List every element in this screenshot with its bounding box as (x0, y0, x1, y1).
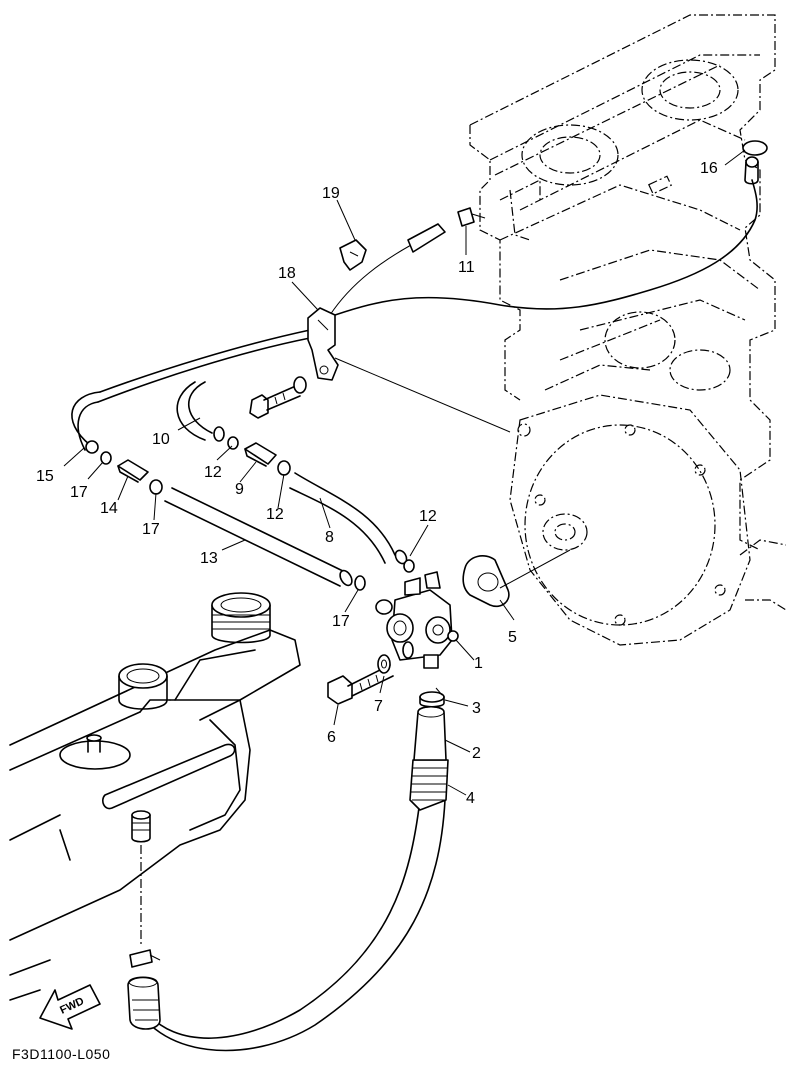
clip-11 (457, 207, 486, 227)
return-hose-upper (99, 329, 311, 393)
washer-7 (377, 654, 391, 674)
engine-block-outline (469, 14, 776, 551)
callout-13: 13 (200, 550, 218, 567)
bracket-18 (249, 307, 339, 419)
callout-19: 19 (322, 185, 340, 202)
callout-11: 11 (458, 259, 475, 276)
callout-4: 4 (466, 790, 475, 807)
callout-12-c: 12 (266, 506, 284, 523)
return-hose-to-16 (334, 179, 758, 316)
callout-16: 16 (700, 160, 718, 177)
washer-near-cock (402, 641, 414, 659)
gasket-5 (462, 555, 510, 608)
callout-14: 14 (100, 500, 118, 517)
fitting-9 (244, 442, 277, 467)
fuel-cock (375, 571, 459, 669)
gasket-mount-line (499, 549, 571, 589)
fuel-hose-15 (71, 391, 112, 465)
magneto-cover-outline (509, 394, 786, 646)
bracket-mount-line (334, 357, 511, 433)
leader-lines (63, 149, 746, 796)
callout-15: 15 (36, 468, 54, 485)
clips-12-17 (149, 460, 291, 495)
fwd-arrow-icon: FWD (39, 984, 101, 1030)
callout-12-b: 12 (204, 464, 222, 481)
fuel-hose-10 (176, 381, 239, 450)
figure-code: F3D1100-L050 (12, 1046, 111, 1062)
callout-17-a: 17 (70, 484, 88, 501)
callout-18: 18 (278, 265, 296, 282)
fuel-tank (9, 592, 301, 1001)
callout-8: 8 (325, 529, 334, 546)
callout-labels: 1 2 3 4 5 6 7 8 9 10 11 12 12 12 13 14 1… (36, 160, 718, 807)
callout-10: 10 (152, 431, 170, 448)
callout-9: 9 (235, 481, 244, 498)
callout-1: 1 (474, 655, 483, 672)
callout-7: 7 (374, 698, 383, 715)
callout-5: 5 (508, 629, 517, 646)
hose-11-piece (407, 223, 446, 253)
return-hose-lower (97, 337, 311, 403)
callout-12-a: 12 (419, 508, 437, 525)
callout-17-c: 17 (332, 613, 350, 630)
callout-6: 6 (327, 729, 336, 746)
bolt-6 (327, 664, 394, 705)
callout-17-b: 17 (142, 521, 160, 538)
hose-clamp-3 (419, 687, 445, 708)
fuel-hose-13 (164, 487, 366, 591)
fuel-hose-8 (289, 472, 415, 573)
fitting-14 (117, 459, 149, 483)
tank-hose-clamp (129, 949, 161, 968)
clip-16 (742, 140, 768, 185)
clip-19 (339, 239, 367, 271)
fuel-hose-main (127, 705, 449, 1052)
callout-3: 3 (472, 700, 481, 717)
callout-2: 2 (472, 745, 481, 762)
